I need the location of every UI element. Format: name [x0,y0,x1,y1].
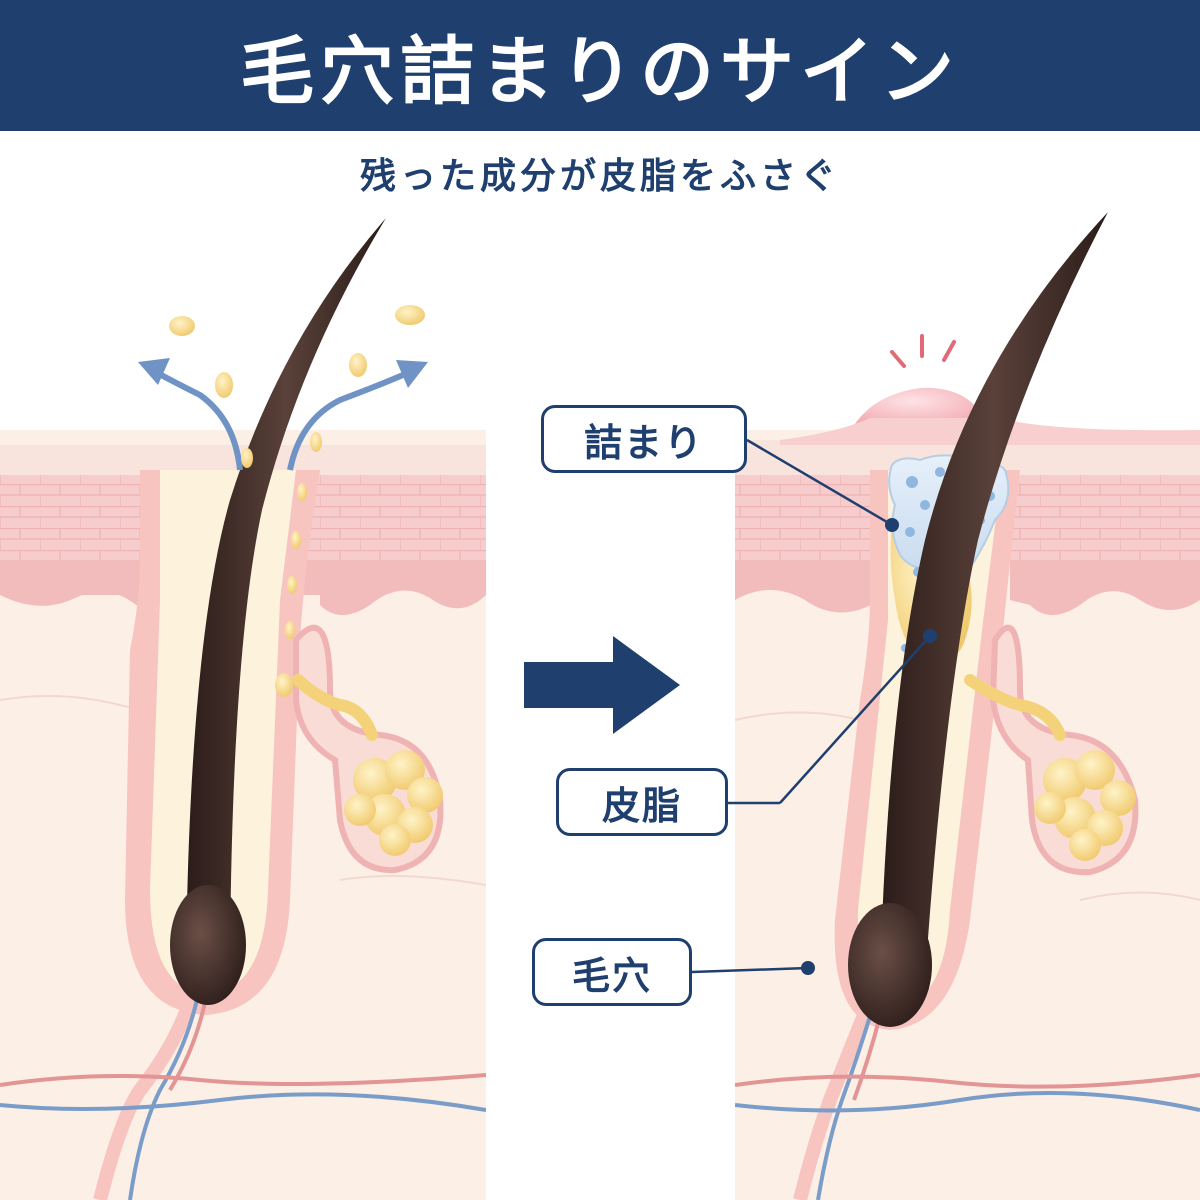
right-arrow-icon [524,636,680,734]
hair-bulb-right [848,903,932,1027]
page-title: 毛穴詰まりのサイン [240,29,960,115]
sebaceous-gland-left [292,674,443,856]
label-pore: 毛穴 [532,938,692,1006]
hair-bulb-left [170,885,246,1005]
right-panel-clogged-pore [691,212,1200,1200]
hair-shaft-right [880,212,1108,980]
irritation-marks [890,334,956,368]
page-subtitle: 残った成分が皮脂をふさぐ [359,156,840,197]
leader-dots [801,518,937,975]
left-panel-healthy-pore [0,218,486,1200]
label-clog: 詰まり [541,405,747,473]
leader-lines [691,438,931,974]
title-banner: 毛穴詰まりのサイン [0,0,1200,131]
label-sebum: 皮脂 [556,768,728,836]
curved-up-arrow-icon [287,369,412,471]
sebaceous-gland-right [964,674,1136,861]
curved-up-arrow-icon [150,367,243,471]
sebum-droplets-left [169,305,425,697]
